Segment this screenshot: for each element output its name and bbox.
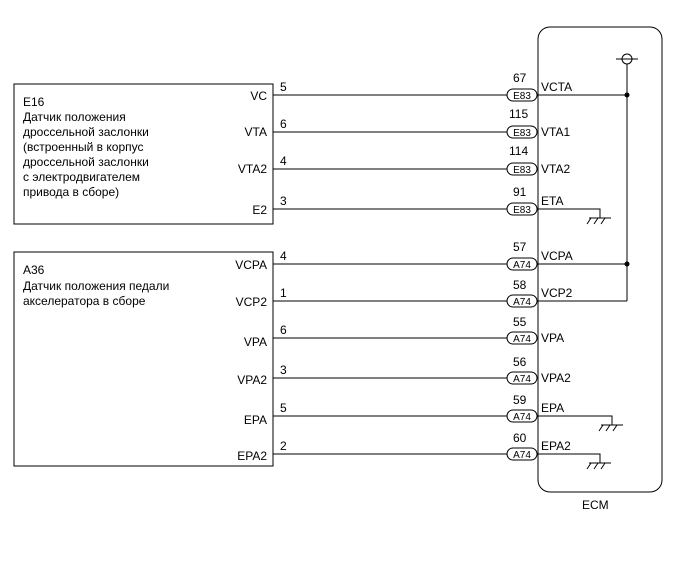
connector-code: A74 bbox=[513, 260, 531, 271]
sensor-pin-label: VC bbox=[250, 89, 267, 103]
e16-pin-row: VTA 6 115 E83 VTA1 bbox=[245, 107, 571, 139]
e16-desc-line: дроссельной заслонки bbox=[23, 155, 149, 169]
ecm-pin-number: 67 bbox=[513, 71, 527, 85]
e16-pin-row: VC 5 67 E83 VCTA bbox=[250, 71, 627, 103]
ecm-signal-label: VCPA bbox=[541, 249, 573, 263]
ecm-pin-number: 114 bbox=[509, 144, 528, 158]
a36-sensor-box bbox=[13, 251, 274, 467]
ground-icon bbox=[537, 453, 611, 470]
a36-pin-row: VCPA 4 57 A74 VCPA bbox=[235, 240, 627, 272]
e16-desc-line: привода в сборе) bbox=[23, 185, 119, 199]
terminal-number: 1 bbox=[280, 286, 287, 300]
connector-code: E83 bbox=[513, 128, 531, 139]
connector-code: E83 bbox=[513, 205, 531, 216]
terminal-number: 5 bbox=[280, 401, 287, 415]
ecm-box bbox=[537, 26, 663, 493]
ecm-pin-number: 58 bbox=[513, 278, 527, 292]
ecm-signal-label: EPA2 bbox=[541, 439, 571, 453]
sensor-pin-label: VPA bbox=[244, 335, 267, 349]
connector-code: A74 bbox=[513, 450, 531, 461]
sensor-pin-label: VTA2 bbox=[238, 162, 267, 176]
ecm-pin-number: 57 bbox=[513, 240, 527, 254]
a36-pin-row: EPA 5 59 A74 EPA bbox=[244, 393, 623, 432]
sensor-pin-label: VPA2 bbox=[237, 373, 267, 387]
e16-desc-line: Датчик положения bbox=[23, 110, 126, 124]
terminal-number: 4 bbox=[280, 249, 287, 263]
ecm-signal-label: VPA bbox=[541, 331, 564, 345]
terminal-number: 6 bbox=[280, 117, 287, 131]
e16-desc-line: дроссельной заслонки bbox=[23, 125, 149, 139]
sensor-pin-label: E2 bbox=[252, 203, 267, 217]
e16-sensor-box bbox=[13, 83, 274, 225]
e16-desc-line: с электродвигателем bbox=[23, 170, 140, 184]
connector-marker bbox=[506, 331, 538, 345]
ecm-signal-label: VCTA bbox=[541, 80, 572, 94]
terminal-number: 3 bbox=[280, 363, 287, 377]
terminal-number: 4 bbox=[280, 154, 287, 168]
a36-pin-row: VPA 6 55 A74 VPA bbox=[244, 315, 564, 349]
connector-code: E83 bbox=[513, 165, 531, 176]
ecm-signal-label: VPA2 bbox=[541, 371, 571, 385]
connector-code: A74 bbox=[513, 412, 531, 423]
terminal-number: 2 bbox=[280, 439, 287, 453]
connector-code: A74 bbox=[513, 334, 531, 345]
connector-code: A74 bbox=[513, 374, 531, 385]
connector-marker bbox=[506, 125, 538, 139]
sensor-pin-label: VCP2 bbox=[236, 295, 268, 309]
sensor-pin-label: VCPA bbox=[235, 258, 267, 272]
ecm-label: ECM bbox=[582, 498, 609, 512]
a36-code: A36 bbox=[23, 263, 45, 277]
ecm-pin-number: 60 bbox=[513, 431, 527, 445]
sensor-pin-label: EPA2 bbox=[237, 449, 267, 463]
terminal-number: 6 bbox=[280, 323, 287, 337]
a36-desc-line: Датчик положения педали bbox=[23, 279, 169, 293]
sensor-pin-label: VTA bbox=[245, 125, 267, 139]
a36-pin-row: VCP2 1 58 A74 VCP2 bbox=[236, 278, 627, 309]
ground-icon bbox=[537, 415, 623, 432]
ecm-pin-number: 91 bbox=[513, 185, 527, 199]
sensor-pin-label: EPA bbox=[244, 413, 267, 427]
a36-pin-row: EPA2 2 60 A74 EPA2 bbox=[237, 431, 611, 470]
e16-code: E16 bbox=[23, 95, 45, 109]
terminal-number: 3 bbox=[280, 194, 287, 208]
ecm-signal-label: VCP2 bbox=[541, 286, 573, 300]
ecm-pin-number: 115 bbox=[509, 107, 528, 121]
ecm-pin-number: 55 bbox=[513, 315, 527, 329]
ecm-signal-label: EPA bbox=[541, 401, 564, 415]
connector-marker bbox=[506, 162, 538, 176]
e16-desc-line: (встроенный в корпус bbox=[23, 140, 143, 154]
ecm-signal-label: ETA bbox=[541, 194, 563, 208]
ground-icon bbox=[537, 208, 611, 225]
ecm-signal-label: VTA2 bbox=[541, 162, 570, 176]
connector-code: E83 bbox=[513, 91, 531, 102]
connector-marker bbox=[506, 371, 538, 385]
a36-pin-row: VPA2 3 56 A74 VPA2 bbox=[237, 355, 571, 387]
e16-pin-row: E2 3 91 E83 ETA bbox=[252, 185, 611, 225]
e16-pin-row: VTA2 4 114 E83 VTA2 bbox=[238, 144, 571, 176]
ecm-pin-number: 59 bbox=[513, 393, 527, 407]
ecm-pin-number: 56 bbox=[513, 355, 527, 369]
terminal-number: 5 bbox=[280, 80, 287, 94]
connector-code: A74 bbox=[513, 297, 531, 308]
a36-desc-line: акселератора в сборе bbox=[23, 294, 146, 308]
ecm-signal-label: VTA1 bbox=[541, 125, 570, 139]
